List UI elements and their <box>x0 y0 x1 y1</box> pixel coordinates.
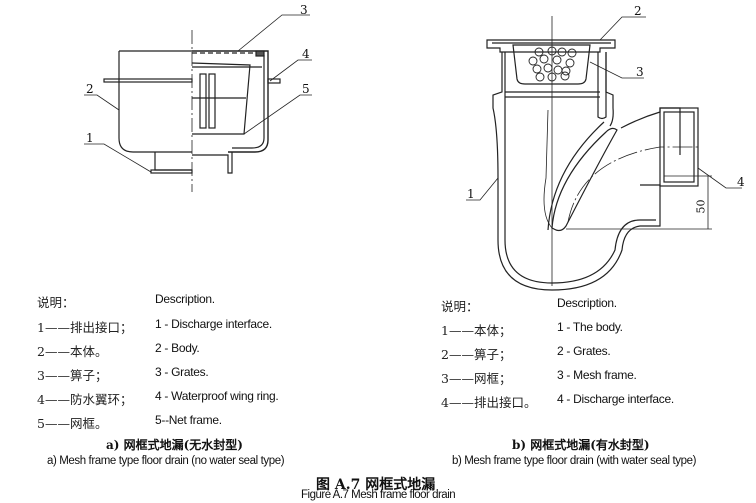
body-right-top <box>605 52 614 127</box>
seal-curve <box>543 109 553 229</box>
leader-4a <box>269 59 312 82</box>
caption-b-en: b) Mesh frame type floor drain (with wat… <box>452 455 697 467</box>
grate-seat <box>255 50 265 57</box>
legend-a-item-en: 1 - Discharge interface. <box>155 317 272 331</box>
body-inner-b <box>504 52 656 284</box>
legend-b-item-cn: 4——排出接口。 <box>441 395 537 410</box>
wing-ring-right <box>267 78 281 84</box>
leader-5a <box>243 94 312 135</box>
leader-4b <box>697 167 742 189</box>
leader-3a <box>237 14 310 52</box>
legend-b-heading-cn: 说明： <box>441 299 479 314</box>
trap-passage-outer <box>547 121 605 231</box>
trap-passage-inner <box>551 127 618 232</box>
leader-2b <box>599 16 646 41</box>
callout-2b: 2 <box>634 4 642 18</box>
grate-holes <box>528 46 577 82</box>
callout-1b: 1 <box>467 187 475 201</box>
leader-3b <box>589 61 644 79</box>
legend-a-item-en: 2 - Body. <box>155 341 200 355</box>
spout-left <box>154 152 192 171</box>
grate-b <box>486 39 616 53</box>
legend-b-heading-en: Description. <box>557 296 617 310</box>
callout-3a: 3 <box>300 3 308 17</box>
figure-title-cn: 图 A.7 网框式地漏 <box>316 477 436 493</box>
legend-b-item-cn: 1——本体； <box>441 323 512 338</box>
caption-b-cn: b) 网框式地漏(有水封型) <box>512 438 650 452</box>
rib-1 <box>199 73 207 129</box>
spout-right <box>192 152 233 174</box>
body-inner-right <box>232 55 265 149</box>
caption-a-cn: a) 网框式地漏(无水封型) <box>106 438 243 452</box>
outlet-center-line <box>567 146 700 223</box>
callout-4b: 4 <box>737 175 745 189</box>
legend-a-heading-en: Description. <box>155 292 215 306</box>
dimension-label: 50 <box>694 199 708 214</box>
legend-b-item-en: 2 - Grates. <box>557 344 611 358</box>
rib-2 <box>208 73 216 129</box>
figure-title-en: Figure A.7 Mesh frame floor drain <box>301 489 456 501</box>
legend-a-item-cn: 1——排出接口； <box>37 320 133 335</box>
legend-a-item-en: 4 - Waterproof wing ring. <box>155 389 279 403</box>
leader-1b <box>466 177 499 201</box>
outlet-upper <box>620 107 681 155</box>
caption-a-en: a) Mesh frame type floor drain (no water… <box>47 455 285 467</box>
leader-2a <box>84 94 120 111</box>
legend-a-item-cn: 4——防水翼环； <box>37 392 133 407</box>
legend-a-heading-cn: 说明： <box>37 295 75 310</box>
callout-3b: 3 <box>636 65 644 79</box>
spout-flange-left <box>150 169 193 174</box>
legend-a-item-en: 3 - Grates. <box>155 365 209 379</box>
callout-4a: 4 <box>302 47 310 61</box>
mesh-basket <box>512 44 591 85</box>
legend-a-item-cn: 2——本体。 <box>37 344 108 359</box>
legend-a-item-cn: 3——箅子； <box>37 368 108 383</box>
legend-b-item-cn: 3——网框； <box>441 371 512 386</box>
callout-1a: 1 <box>86 131 94 145</box>
channel-b <box>597 52 607 120</box>
wing-ring-left <box>103 78 193 83</box>
net-frame <box>191 62 251 135</box>
leader-1a <box>84 143 152 173</box>
callout-5a: 5 <box>302 82 310 96</box>
body-outline-right <box>192 50 269 153</box>
legend-b-item-en: 4 - Discharge interface. <box>557 392 674 406</box>
legend-a-item-cn: 5——网框。 <box>37 416 108 431</box>
legend-b-item-cn: 2——箅子； <box>441 347 512 362</box>
drawing-a <box>84 14 312 192</box>
legend-b-item-en: 3 - Mesh frame. <box>557 368 637 382</box>
legend-a-item-en: 5--Net frame. <box>155 413 222 427</box>
body-outline-left <box>118 51 192 153</box>
legend-b-item-en: 1 - The body. <box>557 320 623 334</box>
callout-2a: 2 <box>86 82 94 96</box>
drawing-b <box>466 16 742 291</box>
body-outer-b <box>492 52 661 291</box>
